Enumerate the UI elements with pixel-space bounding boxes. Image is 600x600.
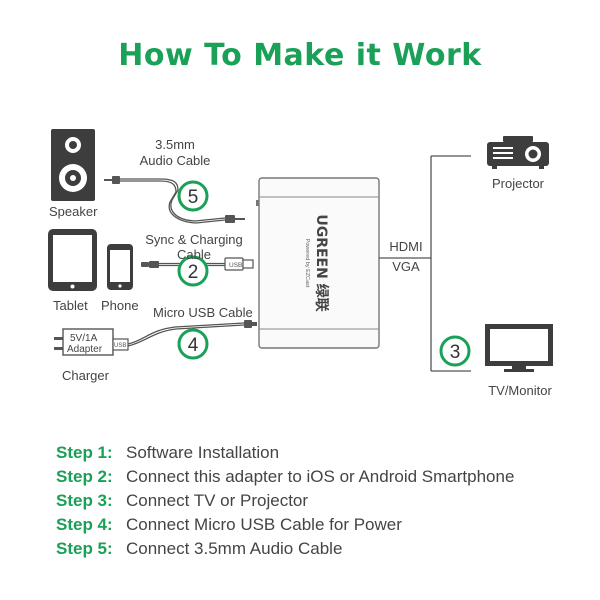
step-item: Step 3: Connect TV or Projector (56, 489, 514, 513)
sync-cable-label-1: Sync & Charging (145, 232, 243, 247)
tablet-label: Tablet (53, 298, 88, 313)
adapter-name: Adapter (67, 344, 103, 355)
phone-label: Phone (101, 298, 139, 313)
step-key: Step 5: (56, 539, 113, 558)
hdmi-label: HDMI (389, 239, 423, 254)
micro-usb-cable (127, 322, 245, 347)
step-text: Connect 3.5mm Audio Cable (126, 539, 343, 558)
step-key: Step 1: (56, 443, 113, 462)
ugreen-logo: UGREEN 绿联 (313, 214, 330, 312)
step-text: Connect this adapter to iOS or Android S… (126, 467, 515, 486)
svg-text:4: 4 (188, 335, 199, 356)
projector-label: Projector (491, 176, 545, 191)
step-key: Step 3: (56, 491, 113, 510)
display-connector-lines (379, 155, 471, 372)
step-2-badge: 2 (177, 255, 209, 287)
micro-usb-plug (244, 320, 257, 328)
charger-label: Charger (62, 368, 109, 383)
phone-icon (107, 244, 133, 290)
vga-label: VGA (392, 259, 420, 274)
tablet-icon (48, 229, 97, 291)
step-key: Step 2: (56, 467, 113, 486)
svg-text:5: 5 (188, 187, 199, 208)
audio-cable-label-size: 3.5mm (155, 137, 195, 152)
step-item: Step 1: Software Installation (56, 441, 514, 465)
audio-plug-right (225, 215, 245, 223)
sync-usb-tag: USB (229, 262, 242, 269)
page-title: How To Make it Work (118, 38, 482, 73)
step-3-badge: 3 (439, 335, 471, 367)
step-item: Step 2: Connect this adapter to iOS or An… (56, 465, 514, 489)
step-item: Step 5: Connect 3.5mm Audio Cable (56, 537, 514, 561)
projector-icon (487, 136, 549, 169)
audio-plug-left (104, 176, 120, 184)
step-5-badge: 5 (177, 180, 209, 212)
step-key: Step 4: (56, 515, 113, 534)
adapter-rating: 5V/1A (70, 333, 98, 344)
step-text: Connect Micro USB Cable for Power (126, 515, 402, 534)
tv-monitor-label: TV/Monitor (488, 383, 552, 398)
sync-cable-label-2: Cable (177, 247, 211, 262)
steps-list: Step 1: Software Installation Step 2: Conn… (56, 441, 514, 561)
svg-text:3: 3 (450, 342, 461, 363)
audio-cable-label: Audio Cable (139, 153, 211, 168)
tv-monitor-icon (485, 324, 553, 372)
sync-cable (141, 257, 254, 271)
step-text: Software Installation (126, 443, 280, 462)
adapter-usb-tag: USB (114, 343, 126, 349)
speaker-label: Speaker (49, 204, 98, 219)
svg-text:2: 2 (188, 262, 199, 283)
step-text: Connect TV or Projector (126, 491, 309, 510)
step-item: Step 4: Connect Micro USB Cable for Power (56, 513, 514, 537)
ugreen-adapter-box (256, 177, 380, 349)
powered-by-label: Powered by EZCast (304, 239, 310, 288)
speaker-icon (51, 129, 95, 201)
audio-cable (118, 178, 226, 224)
micro-usb-cable-label: Micro USB Cable (153, 305, 253, 320)
connection-diagram: USB 5V/1A Adapter USB UGREEN 绿联 Powered … (48, 129, 553, 372)
adapter-icon (54, 328, 129, 356)
step-4-badge: 4 (177, 328, 209, 360)
